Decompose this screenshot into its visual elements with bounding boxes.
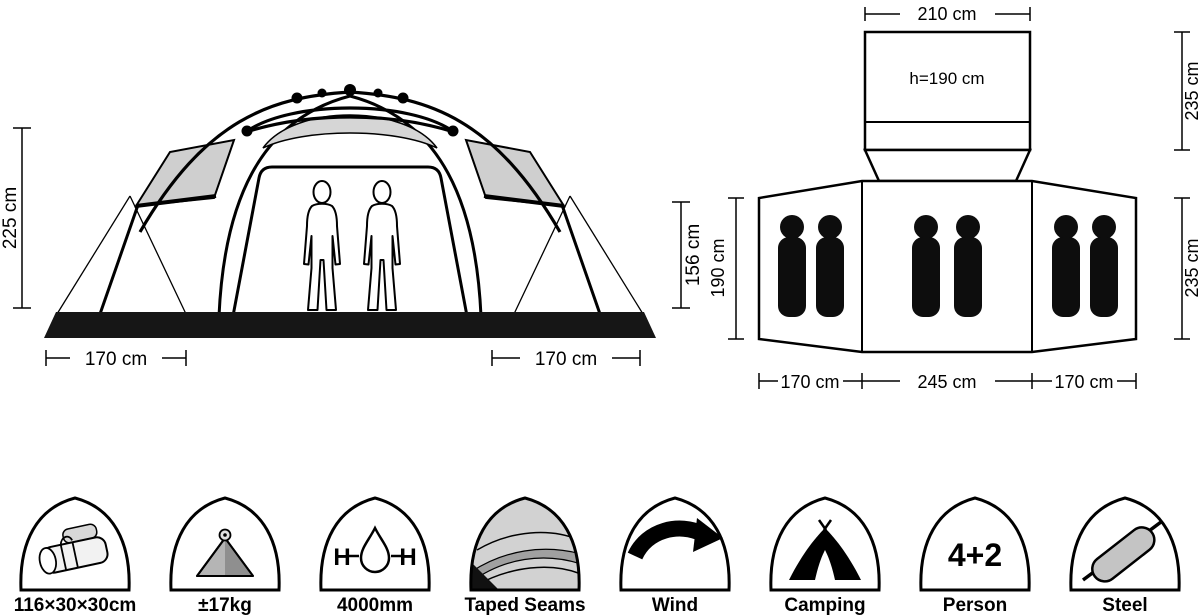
dimension-cabin-side-depth: 190 cm [708,197,744,340]
dimension-label-porch-width: 210 cm [917,4,976,24]
dimension-ground-left: 170 cm [45,349,187,370]
sleeping-bag [1052,215,1080,317]
door-panel [231,165,469,318]
water-column-h-right: H [399,544,416,571]
sleeping-bag [778,215,806,317]
feature-label-water-column: 4000mm [336,595,414,615]
feature-weight: ±17kg [150,492,300,615]
cabin-outline [757,179,1138,354]
feature-camping: Camping [750,492,900,615]
feature-label-wind: Wind [651,595,699,615]
dimension-label-room-center: 245 cm [917,372,976,392]
dimension-room-left: 170 cm [758,372,863,392]
sleeping-bag [954,215,982,317]
dimension-ground-right: 170 cm [491,349,641,370]
steel-pole-icon [1069,496,1181,592]
dimension-label-ground-left: 170 cm [85,349,147,370]
porch-outline [863,30,1032,183]
feature-label-camping: Camping [784,595,866,615]
dimension-label-cabin-side-depth: 190 cm [708,238,728,297]
weight-icon [169,496,281,592]
feature-label-weight: ±17kg [198,595,252,615]
water-column-h-left: H [333,544,350,571]
person-silhouette [303,180,341,311]
feature-label-packed-size: 116×30×30cm [13,595,137,615]
person-count-icon: 4+2 [919,496,1031,592]
dimension-label-porch-depth: 235 cm [1182,61,1200,120]
dimension-height-side: 156 cm [672,201,700,309]
groundsheet [44,312,656,338]
sleeping-bag [912,215,940,317]
feature-taped-seams: Taped Seams [450,492,600,615]
sleeping-bags [778,215,1118,317]
feature-wind: Wind [600,492,750,615]
sleeping-bag [816,215,844,317]
feature-steel: Steel [1050,492,1200,615]
feature-label-steel: Steel [1102,595,1148,615]
dimension-porch-width: 210 cm [864,4,1031,24]
side-wing-right [464,138,602,315]
person-count-value: 4+2 [948,537,1002,573]
water-column-icon: H H [319,496,431,592]
feature-label-capacity: Person [942,595,1008,615]
dimension-label-ground-right: 170 cm [535,349,597,370]
person-silhouette [363,180,401,311]
feature-icons-row: 116×30×30cm ±17kg H H [0,492,1200,615]
feature-label-taped-seams: Taped Seams [464,595,586,615]
tent-floor-plan: h=190 cm 210 cm 235 cm [708,4,1200,392]
dimension-label-room-right: 170 cm [1054,372,1113,392]
side-wing-left [98,138,236,315]
dimension-label-height-side: 156 cm [683,224,700,286]
dimension-label-height-total: 225 cm [0,187,21,249]
guy-lines-right [513,195,644,315]
taped-seams-icon [469,496,581,592]
dimension-label-cabin-depth: 235 cm [1182,238,1200,297]
porch-height-label: h=190 cm [909,69,984,88]
sleeping-bag [1090,215,1118,317]
dimension-porch-depth: 235 cm [1174,31,1200,151]
feature-packed-size: 116×30×30cm [0,492,150,615]
dimension-label-room-left: 170 cm [780,372,839,392]
feature-capacity: 4+2 Person [900,492,1050,615]
dimension-cabin-depth: 235 cm [1174,197,1200,340]
carry-bag-icon [19,496,131,592]
camping-icon [769,496,881,592]
wind-icon [619,496,731,592]
tent-side-elevation: 225 cm 156 cm 170 cm 170 cm [0,84,700,370]
dimension-height-total: 225 cm [0,127,31,309]
dimension-room-right: 170 cm [1032,372,1137,392]
pole-hub-joints [241,84,459,137]
guy-lines-left [56,195,187,315]
feature-water-column: H H 4000mm [300,492,450,615]
dimension-room-center: 245 cm [862,372,1033,392]
